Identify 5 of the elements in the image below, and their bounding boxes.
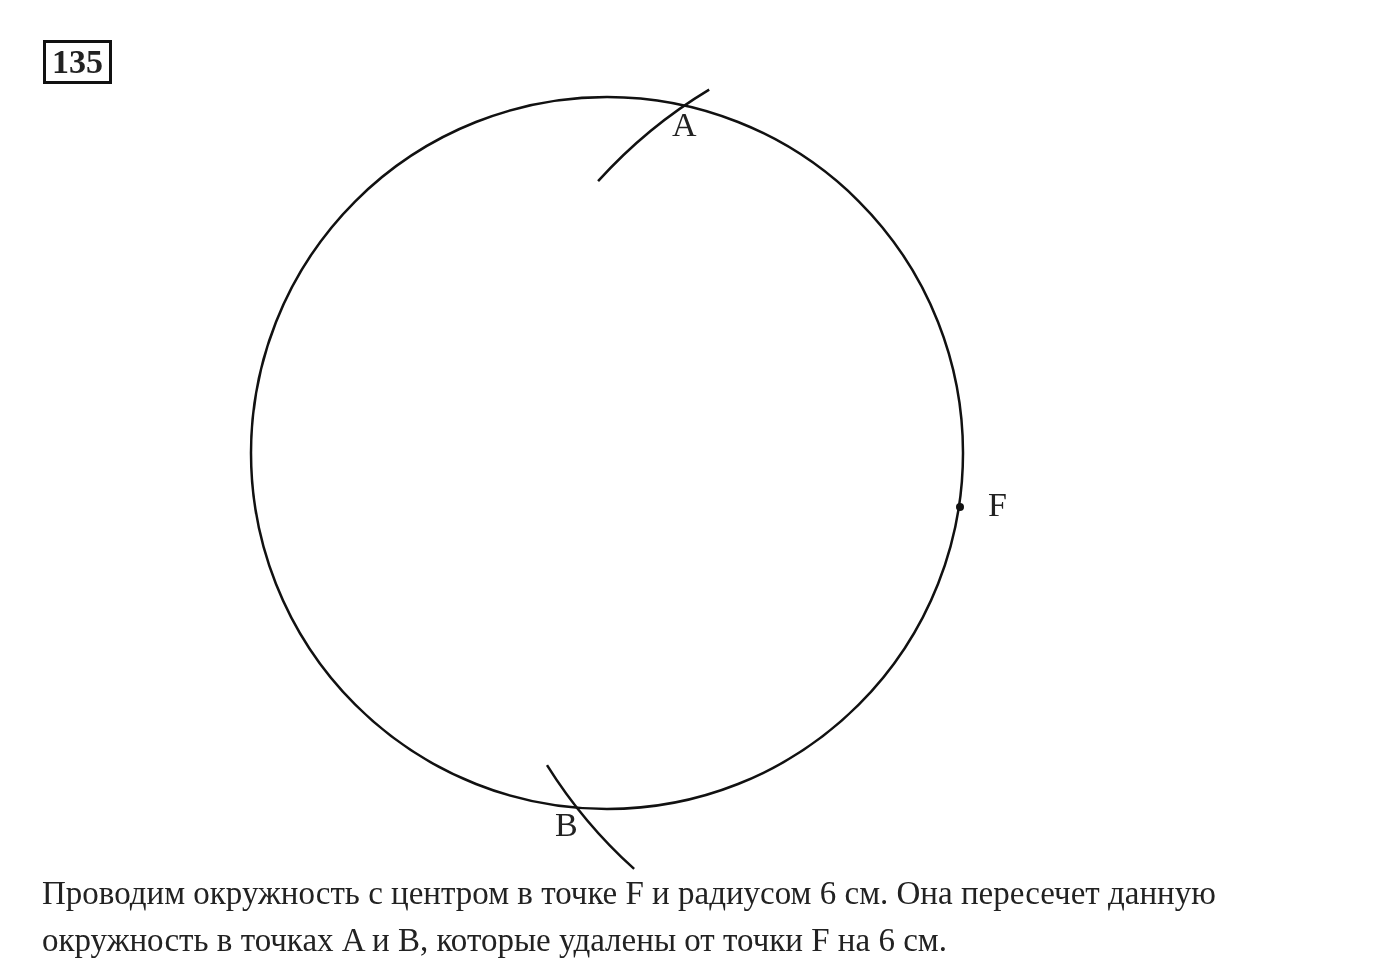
solution-text: Проводим окружность с центром в точке F и радиусом 6 см. Она пересечет данную окружность в точках A и B, которые удалены от точки F на 6 см. [42,874,1217,960]
problem-number: 135 [43,40,112,84]
point-label: A [672,108,697,142]
point-label: B [555,808,578,842]
point-label: F [988,488,1007,522]
